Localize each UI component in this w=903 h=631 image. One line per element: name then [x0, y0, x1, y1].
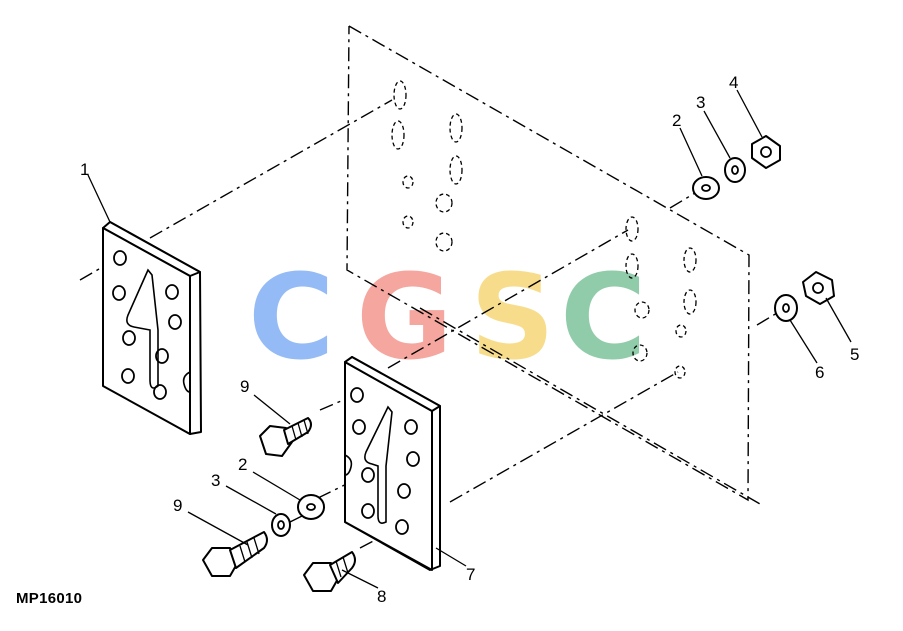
watermark-letter-s: S [470, 248, 555, 386]
leader-lines [87, 89, 852, 589]
callout-3-lower: 3 [211, 471, 220, 490]
callout-7: 7 [466, 565, 475, 584]
callout-1: 1 [80, 160, 89, 179]
top-hex-nut-4 [751, 135, 781, 169]
callout-labels: 1 2 3 4 5 6 9 2 3 9 8 7 [80, 73, 859, 606]
lock-washer-3-lower [271, 513, 291, 537]
hex-nut-5 [802, 271, 835, 305]
lock-washer-6 [774, 294, 798, 322]
left-plate-holes [112, 250, 182, 400]
callout-6: 6 [815, 363, 824, 382]
top-washer-2 [692, 176, 720, 200]
callout-3-top: 3 [696, 93, 705, 112]
watermark-letter-c1: C [248, 248, 335, 386]
callout-9-lower: 9 [173, 496, 182, 515]
callout-2-lower: 2 [238, 455, 247, 474]
bolt-9-upper [259, 417, 312, 457]
panel-slots [391, 80, 697, 379]
right-mounting-plate [344, 356, 441, 571]
callout-8: 8 [377, 587, 386, 606]
watermark: C G S C [248, 248, 647, 386]
watermark-letter-c2: C [560, 248, 647, 386]
bolt-8 [303, 551, 356, 592]
washer-2-lower [297, 494, 325, 520]
callout-5: 5 [850, 345, 859, 364]
left-mounting-plate [102, 221, 202, 435]
right-plate-holes [350, 387, 420, 535]
mounting-panel-outline [346, 25, 750, 502]
top-lock-washer-3 [724, 157, 746, 183]
figure-id: MP16010 [16, 590, 83, 607]
callout-9-upper: 9 [240, 377, 249, 396]
callout-2-top: 2 [672, 111, 681, 130]
watermark-letter-g: G [356, 248, 453, 386]
bolt-9-lower [202, 531, 268, 577]
callout-4: 4 [729, 73, 738, 92]
